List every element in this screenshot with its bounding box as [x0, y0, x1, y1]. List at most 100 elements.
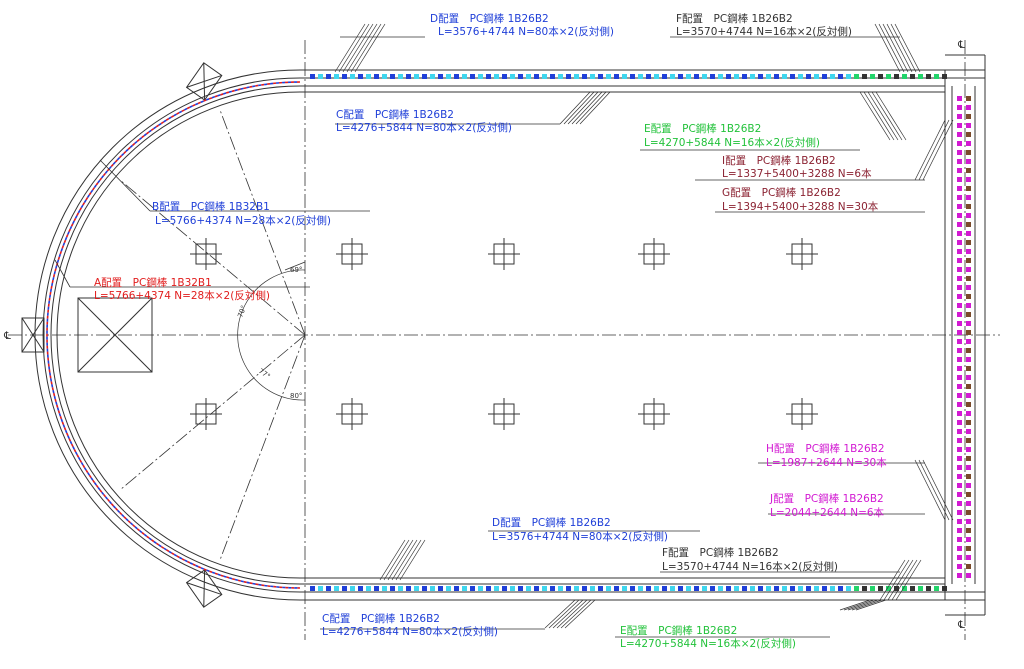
hatch-c-top [571, 91, 603, 125]
bar-marker-right [966, 312, 971, 317]
bar-marker-right [957, 519, 962, 524]
bar-marker-top [462, 74, 467, 79]
bar-marker-bottom [766, 586, 771, 591]
bar-marker-bottom [702, 586, 707, 591]
label-b-arc-spec: L=5766+4374 N=28本×2(反対側) [155, 214, 331, 227]
hatch-c-bot [544, 599, 576, 629]
bar-marker-bottom [854, 586, 859, 591]
bar-marker-bottom [662, 586, 667, 591]
column-mark [190, 398, 222, 430]
hatch-i-top [914, 119, 946, 181]
bar-marker-top [926, 74, 931, 79]
bar-marker-top [838, 74, 843, 79]
bar-marker-bottom [334, 586, 339, 591]
bar-marker-top [414, 74, 419, 79]
label-d-top-title: D配置 PC鋼棒 1B26B2 [430, 12, 549, 25]
bar-marker-bottom [750, 586, 755, 591]
bar-marker-bottom [558, 586, 563, 591]
bar-marker-bottom [598, 586, 603, 591]
bar-marker-bottom [462, 586, 467, 591]
bar-marker-right [957, 411, 962, 416]
bar-marker-top [742, 74, 747, 79]
bar-marker-right [957, 141, 962, 146]
bar-marker-bottom [382, 586, 387, 591]
bar-marker-right [966, 429, 971, 434]
hatch-f-bot [879, 559, 906, 601]
bar-marker-bottom [366, 586, 371, 591]
centerline-symbols: ℄ ℄ ℄ [3, 39, 965, 631]
bar-marker-right [957, 168, 962, 173]
bar-marker-bottom [350, 586, 355, 591]
label-e-bot-spec: L=4270+5844 N=16本×2(反対側) [620, 637, 796, 650]
bar-marker-bottom [374, 586, 379, 591]
bar-marker-right [957, 528, 962, 533]
bar-marker-right [957, 177, 962, 182]
bar-marker-top [758, 74, 763, 79]
hatch-c-bot [552, 599, 584, 629]
label-f-bot-spec: L=3570+4744 N=16本×2(反対側) [662, 560, 838, 573]
hatch-i-top [922, 119, 954, 181]
bar-marker-right [966, 177, 971, 182]
hatch-d-bot [383, 539, 410, 581]
label-h-right-title: H配置 PC鋼棒 1B26B2 [766, 442, 885, 455]
bar-marker-bottom [326, 586, 331, 591]
hatch-e-bot [851, 599, 883, 611]
leader-hatching [334, 23, 954, 629]
bar-marker-right [957, 375, 962, 380]
bar-marker-bottom [910, 586, 915, 591]
bar-marker-right [957, 492, 962, 497]
hatch-e-bot [843, 599, 875, 611]
bar-marker-top [862, 74, 867, 79]
label-f-top-spec: L=3570+4744 N=16本×2(反対側) [676, 25, 852, 38]
bar-marker-top [614, 74, 619, 79]
bar-marker-bottom [526, 586, 531, 591]
bar-marker-top [590, 74, 595, 79]
bar-marker-top [726, 74, 731, 79]
bar-marker-right [957, 186, 962, 191]
label-d-top-spec: L=3576+4744 N=80本×2(反対側) [438, 25, 614, 38]
bar-marker-right [966, 438, 971, 443]
bar-marker-top [886, 74, 891, 79]
bar-marker-bottom [470, 586, 475, 591]
bar-marker-bottom [542, 586, 547, 591]
bar-marker-top [358, 74, 363, 79]
hatch-c-top [567, 91, 599, 125]
bar-marker-top [630, 74, 635, 79]
bar-marker-bottom [414, 586, 419, 591]
bar-marker-top [534, 74, 539, 79]
bar-marker-top [486, 74, 491, 79]
bar-marker-right [957, 501, 962, 506]
bar-marker-top [902, 74, 907, 79]
bar-marker-right [966, 456, 971, 461]
bar-marker-bottom [494, 586, 499, 591]
bar-marker-right [966, 339, 971, 344]
bar-marker-top [702, 74, 707, 79]
bar-marker-right [966, 384, 971, 389]
hatch-d-top [350, 23, 382, 73]
bar-marker-bottom [758, 586, 763, 591]
angle-80: 80° [290, 392, 302, 400]
bar-marker-top [934, 74, 939, 79]
bar-marker-top [710, 74, 715, 79]
bar-marker-right [957, 456, 962, 461]
bar-marker-right [966, 528, 971, 533]
bar-marker-top [670, 74, 675, 79]
hatch-e-bot [847, 599, 879, 611]
bar-marker-right [966, 96, 971, 101]
hatch-d-bot [395, 539, 422, 581]
hatch-f-top [874, 23, 901, 73]
bar-marker-right [957, 546, 962, 551]
bar-marker-right [957, 105, 962, 110]
bar-b-arc [46, 81, 301, 589]
bar-marker-right [966, 465, 971, 470]
bar-marker-right [957, 195, 962, 200]
bar-marker-right [966, 483, 971, 488]
bar-marker-right [966, 402, 971, 407]
bar-marker-right [966, 573, 971, 578]
hatch-d-bot [391, 539, 418, 581]
column-mark [786, 238, 818, 270]
bar-marker-right [966, 204, 971, 209]
label-a-arc-title: A配置 PC鋼棒 1B32B1 [94, 276, 212, 289]
columns [190, 238, 818, 430]
label-j-right-title: J配置 PC鋼棒 1B26B2 [769, 492, 884, 505]
